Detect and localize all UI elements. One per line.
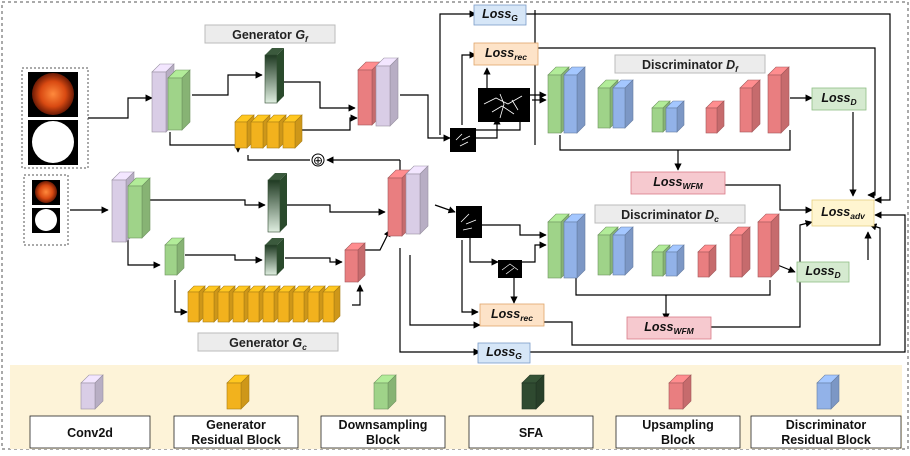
legend-label: Discriminator [786,418,867,432]
generator-residual-block [232,285,251,323]
upsampling-block [705,100,725,134]
discriminator-f-title: Discriminator Df [614,54,766,74]
legend-label: Upsampling [642,418,714,432]
legend-label: Conv2d [67,426,113,440]
discriminator-residual-block [665,100,685,133]
generator-c-title: Generator Gc [197,332,339,352]
svg-text:Lossadv: Lossadv [821,205,866,221]
legend-label: Residual Block [781,433,871,447]
upsampling-block [757,213,780,278]
loss-adv: Lossadv [811,199,875,227]
connections [70,10,906,356]
upsampling-block [739,79,761,133]
generator-residual-block [292,285,311,323]
discriminator-residual-block [563,66,586,134]
svg-text:LossD: LossD [805,264,840,280]
fine-input-images [21,67,89,169]
discriminator-c-title: Discriminator Dc [594,204,746,224]
legend-swatch [816,374,840,410]
legend-label: SFA [519,426,543,440]
sfa-block [267,173,287,233]
svg-text:⊕: ⊕ [313,154,323,168]
loss-d-top: LossD [811,87,867,111]
discriminator-residual-block [612,79,634,129]
legend-item: SFA [468,374,594,449]
svg-text:Generator Gf: Generator Gf [232,28,309,44]
discriminator-residual-block [563,213,586,279]
loss-rec-bottom: Lossrec [479,303,545,327]
downsampling-block [164,237,185,276]
downsampling-block [167,69,191,131]
upsampling-block [729,226,751,278]
upsampling-block [697,244,717,278]
coarse-input-images [23,174,69,246]
legend-swatch [373,374,397,410]
legend-swatch [668,374,692,410]
upsampling-block [344,242,366,283]
legend-label: Block [661,433,695,447]
svg-text:Discriminator Dc: Discriminator Dc [621,208,719,224]
svg-text:LossD: LossD [821,91,856,107]
loss-d-bottom: LossD [796,261,850,283]
legend-swatch [521,374,545,410]
discriminator-residual-block [612,226,634,276]
svg-text:LossG: LossG [482,7,518,23]
legend-label: Residual Block [191,433,281,447]
generator-residual-block [217,285,236,323]
generator-residual-block [282,114,303,149]
svg-text:Generator Gc: Generator Gc [229,336,307,352]
loss-g-top: LossG [473,4,527,26]
loss-wfm-bottom: LossWFM [626,316,712,340]
generator-residual-block [247,285,266,323]
legend-label: Downsampling [339,418,428,432]
loss-wfm-top: LossWFM [630,171,726,195]
legend-item: Conv2d [29,374,151,449]
generator-f-title: Generator Gf [204,24,336,44]
generator-residual-block [262,285,281,323]
generator-residual-block [307,285,326,323]
svg-text:LossWFM: LossWFM [653,175,703,191]
sfa-block [264,48,284,104]
generator-residual-block [202,285,221,323]
upsampling-block [767,66,790,134]
conv2d-block [375,57,399,127]
conv2d-block [405,165,429,235]
loss-g-bottom: LossG [477,342,531,364]
legend-label: Generator [206,418,266,432]
svg-text:LossG: LossG [486,345,522,361]
discriminator-residual-block [665,244,685,277]
loss-rec-top: Lossrec [473,42,539,66]
svg-text:Lossrec: Lossrec [485,46,527,62]
vessel-map-icon [450,88,530,278]
sfa-block [264,238,284,276]
svg-text:LossWFM: LossWFM [644,320,694,336]
legend-swatch [80,374,104,410]
generator-residual-block [322,285,341,323]
legend-label: Block [366,433,400,447]
generator-residual-block [187,285,206,323]
legend-swatch [226,374,250,410]
generator-residual-block [277,285,296,323]
downsampling-block [127,177,151,239]
add-operator-icon: ⊕ [311,153,325,168]
svg-text:Discriminator Df: Discriminator Df [642,58,739,74]
svg-text:Lossrec: Lossrec [491,307,533,323]
